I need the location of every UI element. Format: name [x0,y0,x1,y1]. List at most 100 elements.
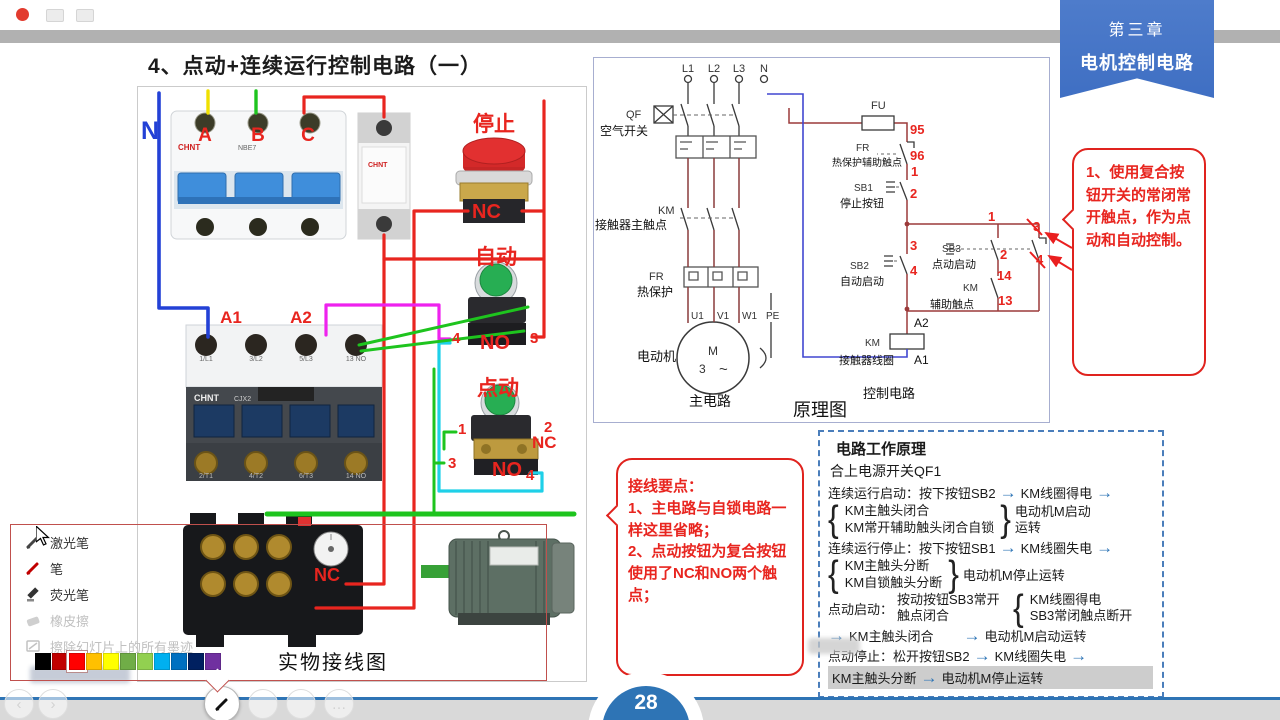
menu-item-highlighter[interactable]: 荧光笔 [25,583,89,605]
contactor-brand-label: CHNT [194,393,219,403]
step-text: 电动机M启动运转 [984,629,1087,645]
wires [157,89,577,610]
toolbar-icon[interactable] [76,9,94,22]
wiring-labels: N A B C A1 A2 停止 NC 自动 4 NO 3 点动 1 2 NC … [141,112,557,585]
step-text: KM线圈得电 [1029,591,1102,607]
km-name: 接触器主触点 [595,217,667,232]
contactor-terminal-label: 6/T3 [299,473,313,480]
pen-tools-button[interactable] [204,686,240,720]
ink-color-swatch[interactable] [52,653,68,670]
more-options-button[interactable]: … [324,689,354,719]
contactor-terminal-label: 5/L3 [299,356,313,363]
chapter-number: 第三章 [1108,22,1166,39]
step-text: KM主触头分断 [832,671,917,687]
jog-terminal-4: 4 [526,467,535,484]
menu-item-laser-pointer[interactable]: 激光笔 [25,531,89,553]
principle-jog-stop-row: 点动停止：松开按钮SB2 → KM线圈失电 → [828,646,1158,665]
menu-item-erase-all-ink[interactable]: 擦除幻灯片上的所有墨迹 [25,635,193,657]
terminal-n: N [760,63,768,75]
arrow-icon: → [920,668,938,688]
arrow-icon: → [1096,483,1114,502]
annotation-marks [1026,218,1073,271]
arrow-icon: → [999,537,1017,557]
ink-color-swatch[interactable] [69,653,85,670]
motor-phase: 3 [699,362,706,376]
contactor-terminal-label: 2/T1 [199,473,213,480]
jog-button [471,383,539,475]
breaker-model-label: NBE7 [238,145,256,152]
menu-item-label: 荧光笔 [50,587,90,603]
terminal-l2: L2 [708,63,720,75]
highlighter-icon [27,587,39,602]
mouse-cursor [36,526,50,546]
contactor-terminal-label: 3/L2 [249,356,263,363]
ink-color-swatch[interactable] [86,653,102,670]
watermark [30,666,130,683]
wire-number-95: 95 [910,122,924,137]
fr-name: 热保护 [637,285,673,299]
coil-a1: A1 [914,353,929,367]
prev-slide-button[interactable]: ‹ [4,689,34,719]
jog-label: 点动 [477,376,519,400]
step-text: SB3常闭触点断开 [1029,608,1133,624]
step-text: KM主触头闭合 [849,629,934,645]
notes-title: 接线要点： [628,478,704,495]
ink-color-swatch[interactable] [137,653,153,670]
ink-color-swatch[interactable] [103,653,119,670]
fuse-brand-label: CHNT [368,162,388,169]
brace-close: } [1000,498,1011,541]
ink-color-swatch[interactable] [35,653,51,670]
jog-terminal-2: 2 [544,419,552,436]
contactor-terminal-label: 13 NO [346,356,367,363]
ink-color-swatch[interactable] [171,653,187,670]
principle-run-stop-group: { KM主触头分断 KM自锁触头分断 } 电动机M停止运转 [828,553,1158,595]
ink-color-swatch[interactable] [188,653,204,670]
wire-number-sb3-4: 4 [1036,252,1044,267]
fr-ref: FR [649,271,664,283]
toolbar-icon[interactable] [46,9,64,22]
menu-item-eraser[interactable]: 橡皮擦 [25,609,89,631]
jog-terminal-1: 1 [458,421,466,438]
menu-item-label: 擦除幻灯片上的所有墨迹 [50,639,194,655]
motor-terminal-u1: U1 [691,311,704,322]
circuit-breaker: CHNT NBE7 [170,110,347,240]
stop-button [455,137,533,223]
sb2-name: 自动启动 [840,275,884,288]
auto-label: 自动 [475,245,517,269]
principle-jog-start-row: 点动启动： 按动按钮SB3常开触点闭合 { KM线圈得电 SB3常闭触点断开 [828,590,1158,627]
contactor-terminal-label: 14 NO [346,473,367,480]
principle-jog-result-row: → KM主触头闭合 → 电动机M启动运转 [828,626,1158,645]
slides-overview-button[interactable] [286,689,316,719]
arrow-icon: → [963,626,981,646]
motor-name: 电动机 [637,349,676,364]
motor-m: M [708,344,718,358]
step-text: 点动停止：松开按钮SB2 [828,649,970,665]
brace-close: } [948,553,959,595]
step-text: 连续运行启动：按下按钮SB2 [828,486,996,501]
wire-number-14: 14 [997,268,1012,283]
next-slide-button[interactable]: › [38,689,68,719]
jog-nc-label: NC [532,433,557,452]
wire-number-13: 13 [998,293,1012,308]
sb3-ref: SB3 [942,244,961,255]
step-text: 电动机M启动运转 [1014,503,1091,535]
phase-c-label: C [301,125,315,146]
qf-name: 空气开关 [600,123,648,138]
step-text: 电动机M停止运转 [962,568,1065,584]
jog-no-label: NO [492,459,522,481]
contactor-terminal-label: 1/L1 [199,356,213,363]
coil-a2: A2 [914,316,929,330]
contactor-model-label: CJX2 [234,396,251,403]
ink-color-palette [35,653,221,670]
recording-indicator-icon[interactable] [16,8,29,21]
step-text: KM线圈失电 [1020,540,1093,556]
km-ref: KM [658,205,675,217]
ink-color-swatch[interactable] [205,653,221,670]
ink-color-swatch[interactable] [154,653,170,670]
annotation-button[interactable] [248,689,278,719]
wire-number-3: 3 [910,238,917,253]
menu-item-pen[interactable]: 笔 [25,557,63,579]
ink-color-swatch[interactable] [120,653,136,670]
auto-terminal-4: 4 [452,330,461,347]
schematic-caption: 原理图 [793,400,847,420]
